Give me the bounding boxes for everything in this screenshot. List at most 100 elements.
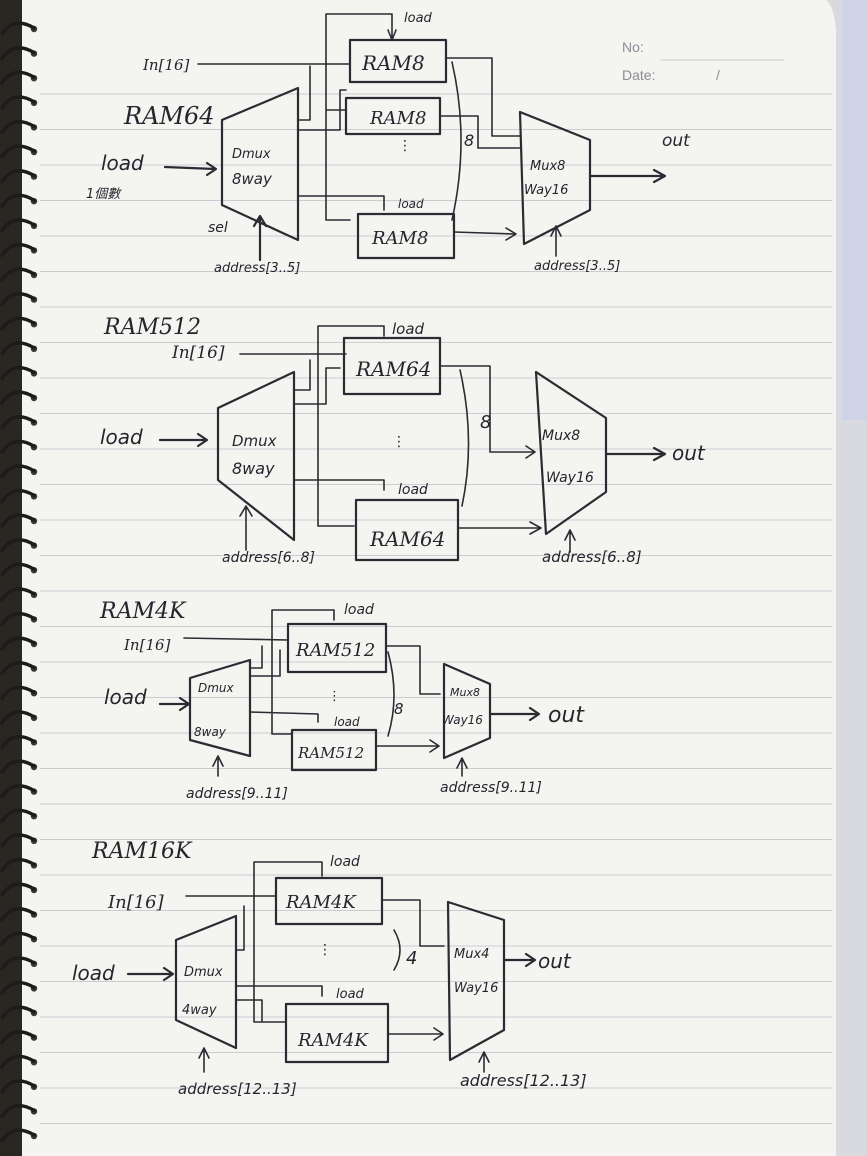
output-arrow (502, 952, 537, 968)
load-label: load (101, 151, 144, 175)
sel-arrow (239, 505, 253, 551)
no-label: No: (622, 39, 644, 55)
spiral-ring (0, 611, 36, 627)
ellipsis-ram512: ⋮ (392, 434, 406, 450)
bus-width-label: 8 (464, 131, 474, 150)
mux-sel-arrow (550, 225, 562, 257)
sel-arrow (252, 214, 268, 262)
mux-block (534, 370, 608, 536)
spiral-ring (0, 710, 36, 725)
ram512-block-top (286, 622, 388, 674)
spiral-ring (0, 193, 36, 208)
mux-block (446, 900, 506, 1062)
spiral-ring (0, 685, 36, 700)
mux-address: address[3..5] (534, 259, 620, 274)
bottom-load-label: load (336, 987, 365, 1002)
dmux-label-2: 8way (232, 459, 275, 478)
spiral-ring (0, 931, 36, 946)
ram4k-block-bottom (284, 1002, 390, 1064)
ram64-block-bottom (354, 498, 460, 562)
spiral-ring (0, 144, 36, 159)
internal-wires (249, 609, 335, 735)
spiral-ring (0, 980, 36, 996)
internal-wires (293, 325, 385, 527)
bottom-load-label: load (334, 715, 360, 729)
ram-output-wires (381, 899, 445, 1041)
spiral-ring (0, 1079, 36, 1094)
mux-label-1: Mux8 (542, 428, 580, 444)
spiral-ring (0, 415, 36, 430)
mux-label-2: Way16 (546, 470, 594, 486)
bus-brace (393, 929, 401, 971)
ram64-label-top: RAM64 (355, 357, 431, 381)
dmux-address: address[3..5] (214, 261, 300, 276)
ram-output-wires (375, 645, 441, 753)
output-label: out (538, 949, 572, 973)
sel-arrow (212, 755, 224, 777)
mux-block (442, 662, 492, 760)
sel-arrow (198, 1047, 210, 1073)
date-label: Date: (622, 67, 655, 83)
spiral-ring (0, 70, 36, 85)
input-wire (183, 637, 289, 641)
ellipsis-ram16k: ⋮ (318, 942, 332, 958)
mux-sel-arrow (456, 757, 468, 777)
output-label: out (548, 703, 585, 728)
ram64-label-bottom: RAM64 (369, 527, 445, 551)
sel-label: sel (208, 220, 228, 236)
spiral-ring (0, 46, 36, 61)
bus-width-label: 8 (394, 700, 404, 718)
ram-output-wires (439, 365, 542, 535)
mux-label-2: Way16 (454, 981, 498, 996)
mux-label-1: Mux8 (530, 159, 565, 174)
spiral-ring (0, 169, 36, 184)
spiral-ring (0, 784, 36, 799)
spiral-ring (0, 1054, 36, 1069)
spiral-ring (0, 242, 36, 258)
dmux-label-1: Dmux (198, 681, 235, 695)
diagram-title: RAM512 (103, 315, 201, 340)
dmux-label-2: 8way (194, 725, 227, 739)
spiral-ring (0, 341, 36, 356)
mux-label-1: Mux4 (454, 947, 489, 962)
date-slash: / (716, 67, 720, 83)
spiral-ring (0, 808, 36, 823)
input-label: In[16] (123, 636, 171, 654)
spiral-ring (0, 1128, 36, 1143)
diagram-ram64: RAM64 In[16] load 1個數 Dmux 8way sel addr… (86, 11, 691, 276)
bottom-load-label: load (398, 197, 424, 211)
spiral-ring (0, 907, 36, 922)
diagram-title: RAM64 (123, 102, 215, 130)
output-arrow (588, 168, 667, 184)
diagram-title: RAM16K (91, 839, 193, 864)
load-arrow (163, 161, 218, 177)
spiral-ring (0, 267, 36, 282)
mux-address: address[6..8] (542, 548, 642, 566)
spiral-ring (0, 513, 36, 528)
spiral-ring (0, 882, 36, 897)
ram8-block-bottom (356, 212, 456, 260)
dmux-label-1: Dmux (232, 147, 271, 162)
output-arrow (604, 446, 667, 462)
ram512-block-bottom (290, 728, 378, 772)
input-bus-wires (325, 13, 397, 221)
output-label: out (672, 441, 706, 465)
input-label: In[16] (107, 892, 165, 913)
bus-brace (459, 369, 470, 507)
spiral-ring (0, 833, 36, 848)
spiral-ring (0, 759, 36, 774)
bus-brace (387, 651, 395, 737)
spiral-ring (0, 95, 36, 110)
load-label: load (100, 425, 143, 449)
mux-label-1: Mux8 (450, 686, 480, 699)
diagram-ram16k: RAM16K In[16] load Dmux 4way address[12.… (72, 839, 587, 1098)
dmux-label-2: 8way (232, 170, 273, 188)
spiral-ring (0, 365, 36, 381)
diagram-title: RAM4K (99, 599, 187, 624)
spiral-ring (0, 1030, 36, 1045)
spiral-ring (0, 218, 36, 233)
top-load-label: load (344, 602, 374, 618)
dmux-address: address[6..8] (222, 550, 315, 566)
ram8-label-second: RAM8 (369, 108, 426, 129)
mux-label-2: Way16 (442, 713, 483, 727)
